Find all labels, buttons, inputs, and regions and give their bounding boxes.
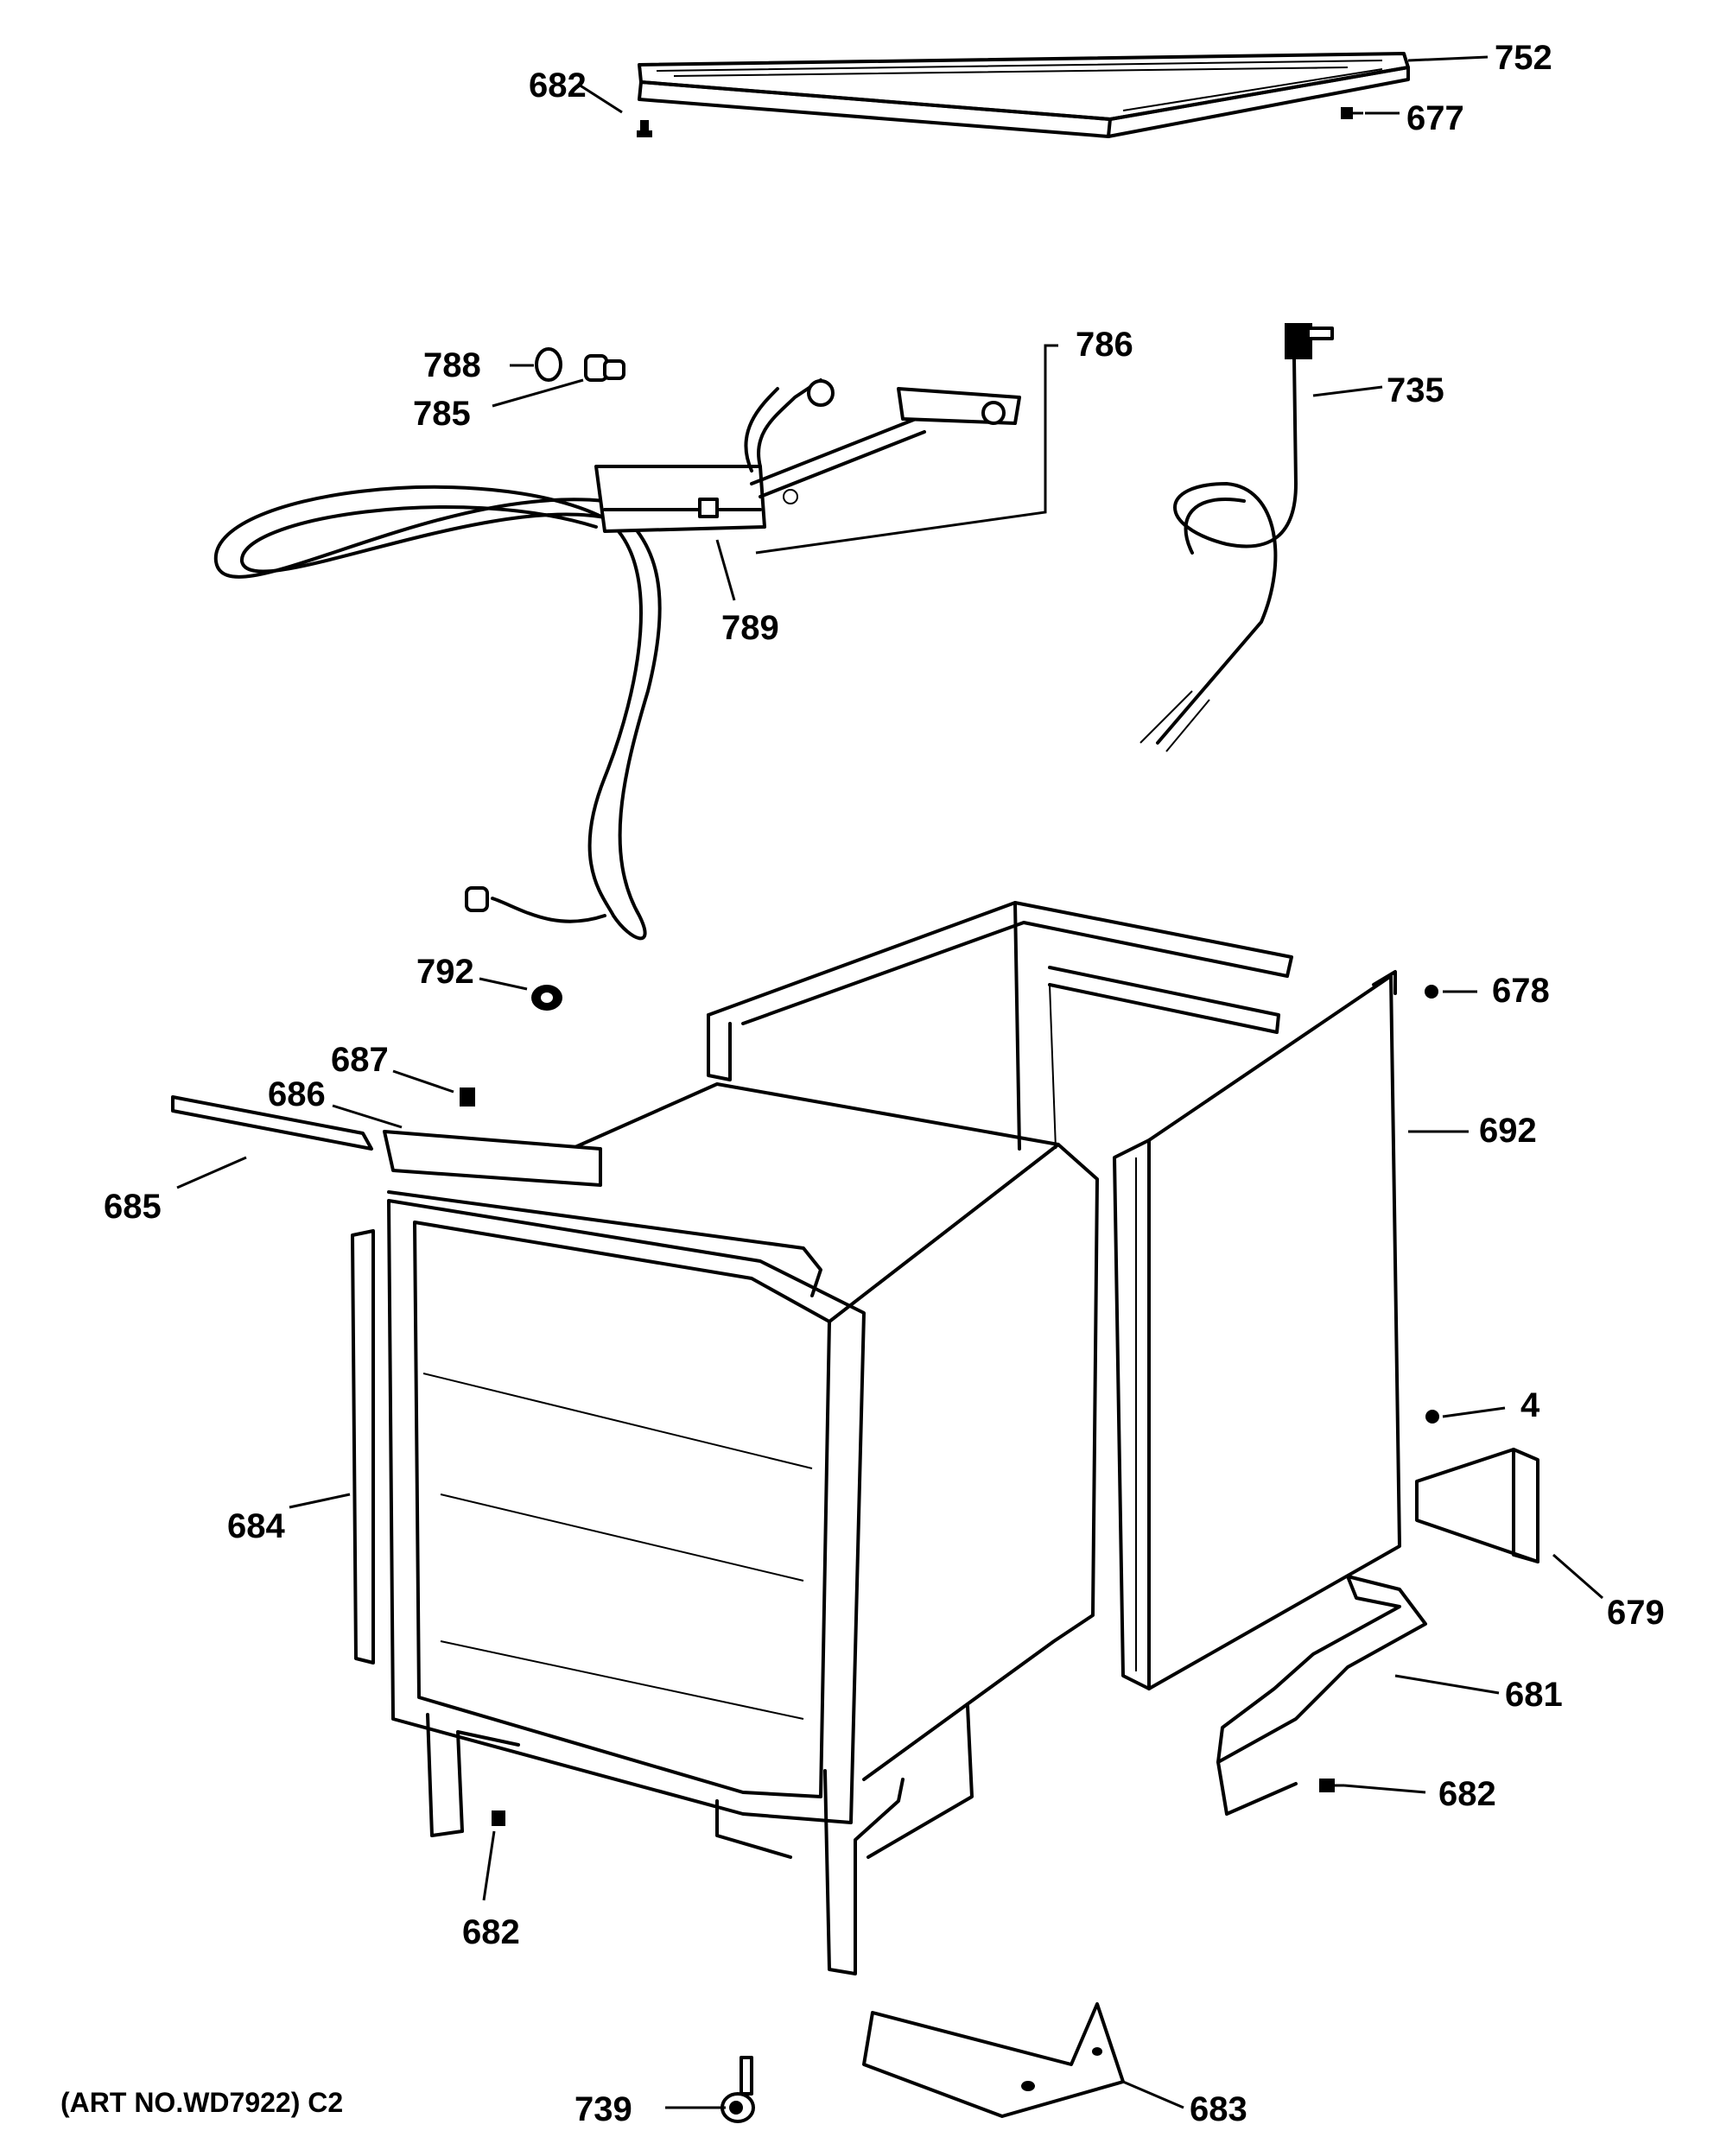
callout-labels: 752 682 677 786 788 785 789 735 792 678 … xyxy=(60,39,1665,2128)
callout-682-right: 682 xyxy=(1438,1775,1496,1813)
side-strip-684 xyxy=(351,1229,375,1665)
screw-677 xyxy=(1341,107,1363,119)
callout-786: 786 xyxy=(1076,326,1133,364)
callout-785: 785 xyxy=(413,395,471,433)
clamp-788 xyxy=(535,347,562,382)
callout-682-top: 682 xyxy=(529,67,587,105)
callout-683: 683 xyxy=(1190,2090,1247,2128)
bracket-681 xyxy=(1216,1575,1427,1816)
callout-739: 739 xyxy=(575,2090,632,2128)
base-rail-683 xyxy=(862,2002,1125,2118)
power-cord-735 xyxy=(1139,323,1334,752)
inlet-hose-assembly-789 xyxy=(213,378,1021,941)
top-panel-752 xyxy=(638,52,1410,138)
callout-678: 678 xyxy=(1492,972,1550,1010)
callout-679: 679 xyxy=(1607,1594,1665,1632)
art-number: (ART NO.WD7922) C2 xyxy=(60,2087,343,2118)
screw-687 xyxy=(460,1088,475,1107)
nut-792 xyxy=(531,985,562,1011)
screw-682-right xyxy=(1319,1779,1344,1792)
side-panel-692 xyxy=(1113,970,1401,1690)
callout-687: 687 xyxy=(331,1041,389,1079)
screw-682-bottom xyxy=(492,1810,505,1826)
callout-686: 686 xyxy=(268,1075,326,1113)
leveling-leg-739 xyxy=(721,2056,755,2123)
base-frame xyxy=(426,1704,974,1975)
screw-682-top xyxy=(637,120,652,137)
fitting-785 xyxy=(584,354,625,382)
callout-682-bottom: 682 xyxy=(462,1913,520,1951)
callout-788: 788 xyxy=(423,346,481,384)
screw-4 xyxy=(1425,1410,1439,1424)
callout-684: 684 xyxy=(227,1507,285,1545)
callout-789: 789 xyxy=(721,609,779,647)
callout-681: 681 xyxy=(1505,1676,1563,1714)
callout-692: 692 xyxy=(1479,1112,1537,1150)
callout-685: 685 xyxy=(104,1188,162,1226)
hose-end-fitting xyxy=(465,886,489,912)
insulation-block-679 xyxy=(1415,1448,1539,1563)
callout-735: 735 xyxy=(1387,371,1444,409)
callout-4: 4 xyxy=(1520,1386,1540,1424)
screw-678 xyxy=(1425,985,1438,999)
callout-677: 677 xyxy=(1406,99,1464,137)
leader-lines xyxy=(176,55,1603,2109)
trim-strip-685 xyxy=(171,1095,373,1151)
cabinet-back-panel xyxy=(707,901,1293,1151)
callout-792: 792 xyxy=(416,953,474,991)
callout-752: 752 xyxy=(1495,39,1552,77)
tub-assembly xyxy=(387,1082,1099,1824)
mounting-plate-686 xyxy=(383,1130,602,1187)
